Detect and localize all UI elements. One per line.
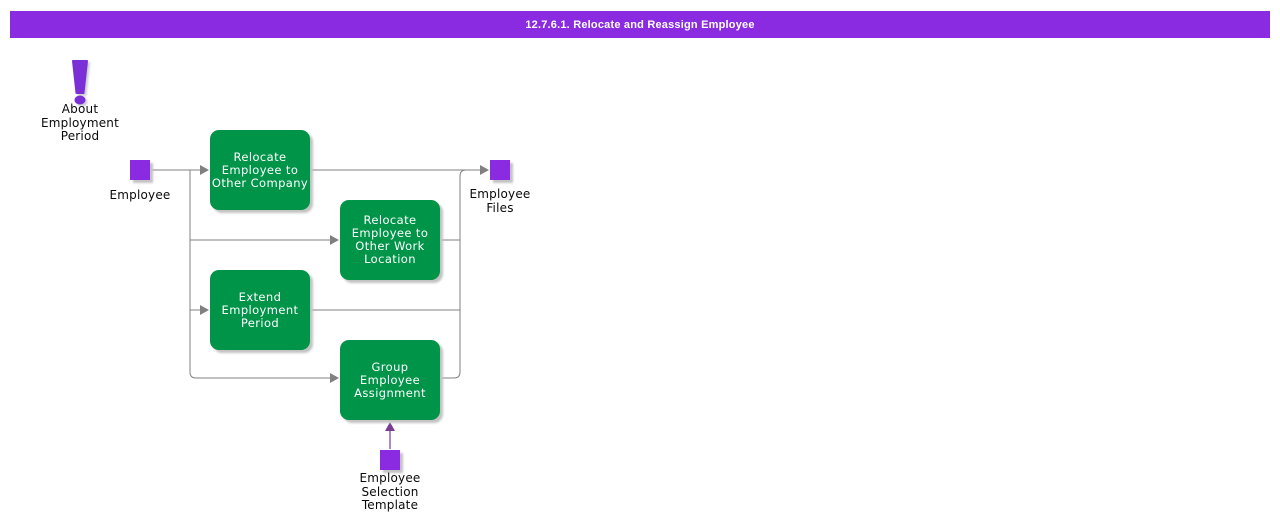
about-employment-period-label: About Employment Period: [40, 102, 120, 143]
process-relocate-employee-to-other-company[interactable]: Relocate Employee to Other Company: [210, 130, 310, 210]
exclamation-bar: [72, 60, 88, 94]
process-group-employee-assignment[interactable]: Group Employee Assignment: [340, 340, 440, 420]
employee-files-label: Employee Files: [469, 187, 531, 215]
page-title: 12.7.6.1. Relocate and Reassign Employee: [525, 18, 755, 31]
process-relocate-employee-to-other-work-location[interactable]: Relocate Employee to Other Work Location: [340, 200, 440, 280]
title-bar: 12.7.6.1. Relocate and Reassign Employee: [10, 11, 1270, 38]
employee-label: Employee: [109, 188, 171, 202]
exclamation-icon[interactable]: [66, 56, 94, 108]
employee-files-artifact-square[interactable]: [490, 160, 510, 180]
process-extend-employment-period[interactable]: Extend Employment Period: [210, 270, 310, 350]
employee-selection-template-artifact-square[interactable]: [380, 450, 400, 470]
employee-artifact-square[interactable]: [130, 160, 150, 180]
exclamation-dot: [74, 95, 86, 105]
employee-selection-template-label: Employee Selection Template: [359, 471, 421, 512]
